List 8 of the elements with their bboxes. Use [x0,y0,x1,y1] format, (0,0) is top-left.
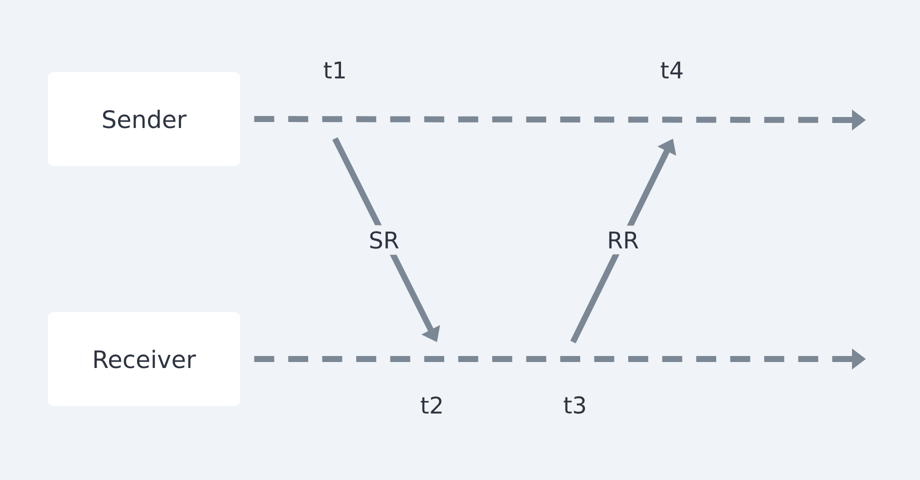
time-label: t1 [324,62,345,78]
participant-box: Sender [48,72,240,166]
edge-label: SR [362,225,406,255]
time-label: t3 [564,396,585,414]
edge-label: RR [601,226,645,254]
participant-box: Receiver [48,312,240,406]
time-label: t4 [660,62,683,78]
time-label: t2 [420,396,442,414]
